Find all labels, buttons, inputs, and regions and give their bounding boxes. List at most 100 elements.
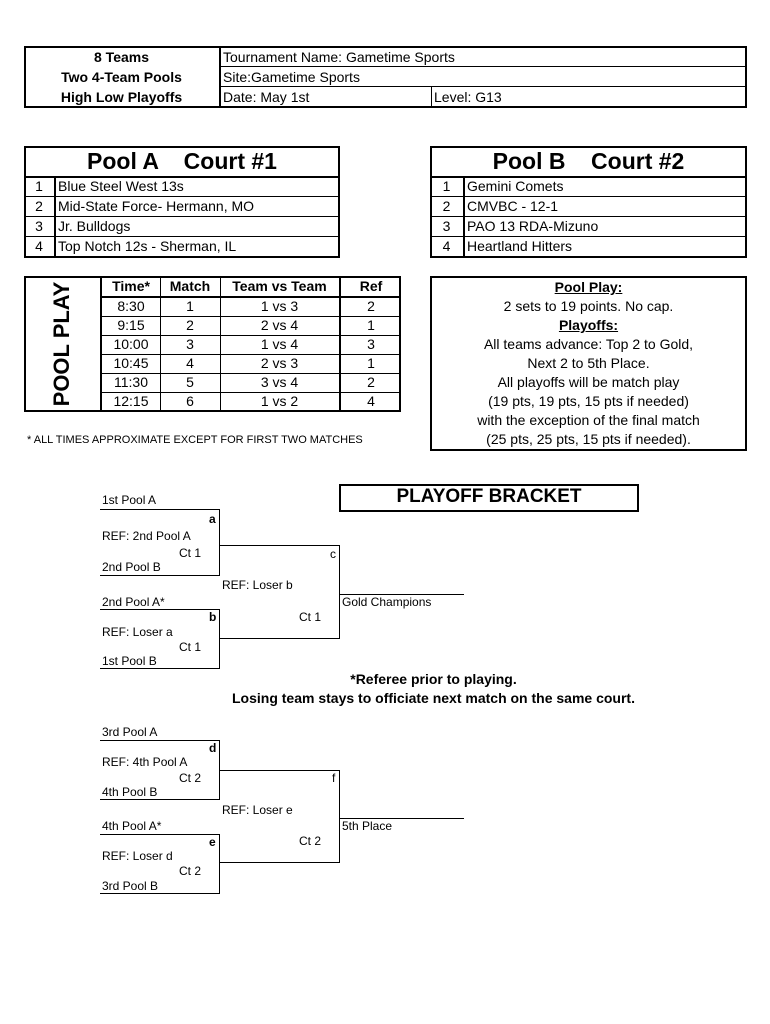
fifth-m1-bottom: 4th Pool B	[102, 785, 158, 799]
playoffs-line: All teams advance: Top 2 to Gold,	[483, 336, 694, 352]
playoffs-line: with the exception of the final match	[477, 412, 700, 428]
schedule-header-ref: Ref	[359, 278, 383, 294]
playoffs-line: (25 pts, 25 pts, 15 pts if needed).	[486, 431, 691, 447]
fifth-winner: 5th Place	[342, 819, 393, 833]
fifth-m1-letter: d	[209, 741, 217, 755]
schedule-header-teams: Team vs Team	[232, 278, 327, 294]
level: Level: G13	[434, 89, 502, 105]
referee-note-line-2: Losing team stays to officiate next matc…	[232, 690, 635, 706]
gold-m2-court: Ct 1	[179, 640, 202, 654]
pool-a-table	[24, 146, 340, 258]
pool-a-num: 1	[35, 178, 43, 194]
gold-m1-letter: a	[209, 512, 216, 526]
schedule-cell: 1 vs 2	[260, 393, 299, 409]
date: Date: May 1st	[223, 89, 310, 105]
schedule-cell: 4	[186, 355, 194, 371]
schedule-cell: 6	[186, 393, 194, 409]
format-line-3: High Low Playoffs	[60, 89, 183, 105]
pool-b-title: Pool B Court #2	[492, 148, 685, 174]
playoffs-line: (19 pts, 19 pts, 15 pts if needed)	[488, 393, 689, 409]
schedule-cell: 3 vs 4	[260, 374, 299, 390]
playoff-bracket-title	[339, 484, 639, 512]
pool-a-num: 2	[35, 198, 43, 214]
gold-winner: Gold Champions	[342, 595, 432, 609]
pool-b-team: Heartland Hitters	[467, 238, 573, 254]
gold-m2-top: 2nd Pool A*	[102, 595, 165, 609]
schedule-cell: 2	[367, 298, 375, 314]
pool-a-team: Blue Steel West 13s	[58, 178, 184, 194]
pool-b-num: 4	[442, 238, 451, 254]
playoffs-line: All playoffs will be match play	[497, 374, 680, 390]
pool-b-team: CMVBC - 12-1	[467, 198, 559, 214]
pool-b-team: PAO 13 RDA-Mizuno	[467, 218, 599, 234]
pool-a-num: 4	[35, 238, 43, 254]
schedule-cell: 1 vs 4	[260, 336, 299, 352]
gold-m1-bottom: 2nd Pool B	[102, 560, 161, 574]
pool-play-side-label: POOL PLAY	[49, 281, 74, 407]
schedule-cell: 5	[186, 374, 194, 390]
playoffs-line: Next 2 to 5th Place.	[527, 355, 650, 371]
gold-m1-ref: REF: 2nd Pool A	[102, 529, 191, 543]
playoff-bracket-title-text: PLAYOFF BRACKET	[396, 486, 582, 507]
rules-box	[430, 276, 747, 451]
fifth-m2-bottom: 3rd Pool B	[102, 879, 159, 893]
pool-a-team: Top Notch 12s - Sherman, IL	[58, 238, 237, 254]
pool-b-num: 1	[442, 178, 451, 194]
schedule-cell: 1	[186, 298, 194, 314]
pool-b-num: 3	[442, 218, 451, 234]
pool-b-team: Gemini Comets	[467, 178, 564, 194]
schedule-cell: 8:30	[117, 298, 145, 314]
pool-a-team: Mid-State Force- Hermann, MO	[58, 198, 255, 214]
schedule-cell: 3	[186, 336, 194, 352]
fifth-m2-top: 4th Pool A*	[102, 819, 162, 833]
schedule-cell: 2	[186, 317, 194, 333]
pool-play-text: 2 sets to 19 points. No cap.	[503, 298, 674, 314]
schedule-cell: 3	[367, 336, 375, 352]
gold-final-letter: c	[330, 547, 336, 561]
site: Site:Gametime Sports	[223, 69, 360, 85]
schedule-cell: 9:15	[117, 317, 145, 333]
pool-a-num: 3	[35, 218, 43, 234]
fifth-m2-court: Ct 2	[179, 864, 202, 878]
tournament-name: Tournament Name: Gametime Sports	[223, 49, 455, 65]
gold-m1-court: Ct 1	[179, 546, 202, 560]
gold-m2-ref: REF: Loser a	[102, 625, 173, 639]
fifth-m2-ref: REF: Loser d	[102, 849, 173, 863]
format-line-1: 8 Teams	[94, 49, 149, 65]
fifth-m2-letter: e	[209, 835, 216, 849]
fifth-m1-ref: REF: 4th Pool A	[102, 755, 188, 769]
fifth-final-letter: f	[332, 771, 336, 785]
gold-m2-bottom: 1st Pool B	[102, 654, 157, 668]
schedule-cell: 12:15	[113, 393, 149, 409]
fifth-final-ref: REF: Loser e	[222, 803, 293, 817]
pool-b-table	[430, 146, 747, 258]
playoffs-heading: Playoffs:	[558, 317, 619, 333]
schedule-cell: 10:00	[113, 336, 149, 352]
schedule-cell: 11:30	[114, 374, 148, 390]
schedule-footnote: * ALL TIMES APPROXIMATE EXCEPT FOR FIRST…	[27, 434, 363, 446]
schedule-cell: 10:45	[113, 355, 149, 371]
schedule-cell: 1 vs 3	[260, 298, 299, 314]
schedule-table	[24, 276, 401, 412]
referee-note-line-1: *Referee prior to playing.	[350, 671, 517, 687]
schedule-header-time: Time*	[112, 278, 150, 294]
schedule-cell: 2	[367, 374, 375, 390]
format-line-2: Two 4-Team Pools	[61, 69, 182, 85]
pool-a-title: Pool A Court #1	[87, 148, 277, 174]
gold-final-ref: REF: Loser b	[222, 578, 293, 592]
pool-b-num: 2	[442, 198, 451, 214]
gold-final-court: Ct 1	[299, 610, 322, 624]
fifth-m1-top: 3rd Pool A	[102, 725, 158, 739]
schedule-cell: 2 vs 3	[260, 355, 299, 371]
schedule-cell: 1	[367, 355, 375, 371]
schedule-header-match: Match	[169, 278, 211, 294]
fifth-final-court: Ct 2	[299, 834, 322, 848]
schedule-cell: 4	[367, 393, 375, 409]
header-table	[24, 46, 747, 108]
pool-a-team: Jr. Bulldogs	[58, 218, 131, 234]
fifth-m1-court: Ct 2	[179, 771, 202, 785]
schedule-cell: 2 vs 4	[260, 317, 299, 333]
schedule-cell: 1	[367, 317, 375, 333]
pool-play-heading: Pool Play:	[554, 279, 623, 295]
gold-m2-letter: b	[209, 610, 217, 624]
